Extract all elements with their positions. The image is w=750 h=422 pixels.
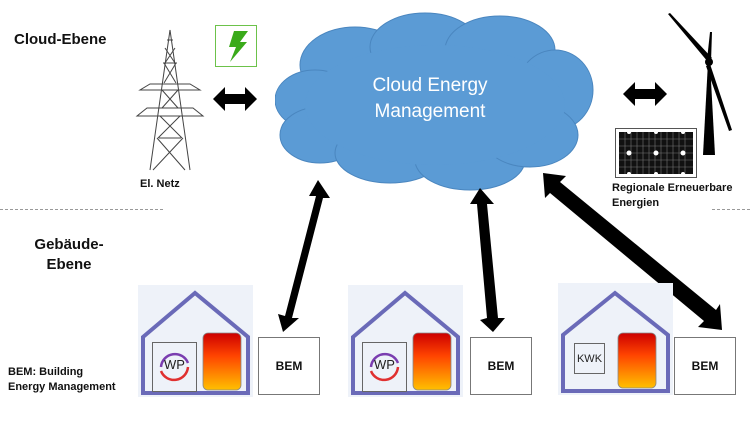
- building-level-line2: Ebene: [46, 256, 92, 273]
- building-2: WP: [348, 285, 463, 397]
- bem-box-3: BEM: [674, 337, 736, 395]
- chp-device: KWK: [574, 343, 605, 374]
- house-outline-icon: [141, 290, 250, 395]
- building-level-line1: Gebäude-: [34, 236, 104, 253]
- cloud-title-line1: Cloud Energy: [372, 75, 488, 96]
- cloud-renewables-arrow: [623, 82, 667, 106]
- device-label: WP: [374, 357, 395, 372]
- cloud-level-label: Cloud-Ebene: [14, 31, 107, 48]
- bem-box-1: BEM: [258, 337, 320, 395]
- power-pylon-icon: [135, 29, 205, 171]
- cloud-shape: [275, 12, 594, 191]
- cloud-title-line2: Management: [374, 101, 486, 122]
- device-label: WP: [164, 357, 185, 372]
- renewables-label-line2: Energien: [612, 197, 660, 209]
- level-separator-left: [0, 209, 163, 210]
- lightning-bolt-icon: [229, 31, 248, 62]
- lightning-badge: [215, 25, 257, 67]
- grid-cloud-arrow: [213, 87, 257, 111]
- level-separator-right: [712, 209, 750, 210]
- building-3: KWK: [558, 283, 673, 395]
- renewables-label: Regionale Erneuerbare Energien: [612, 181, 732, 211]
- heat-pump-device: WP: [152, 342, 197, 392]
- renewables-label-line1: Regionale Erneuerbare: [612, 182, 733, 194]
- bem-legend-line2: Energy Management: [8, 381, 116, 393]
- arrow-building-2: [470, 188, 505, 332]
- solar-panel-icon: [615, 128, 697, 178]
- building-level-label: Gebäude- Ebene: [14, 235, 124, 275]
- bem-legend: BEM: Building Energy Management: [8, 365, 116, 395]
- heat-pump-device: WP: [362, 342, 407, 392]
- cycle-arrows-icon: [369, 352, 400, 382]
- cloud-title: Cloud Energy Management: [330, 73, 530, 125]
- arrow-building-3: [543, 173, 722, 330]
- bem-legend-line1: BEM: Building: [8, 366, 84, 378]
- bem-box-2: BEM: [470, 337, 532, 395]
- house-outline-icon: [561, 290, 670, 393]
- arrow-building-1: [278, 180, 330, 332]
- grid-label: El. Netz: [140, 178, 180, 190]
- cycle-arrows-icon: [159, 352, 190, 382]
- wind-turbine-icon: [668, 13, 732, 155]
- building-1: WP: [138, 285, 253, 397]
- house-outline-icon: [351, 290, 460, 395]
